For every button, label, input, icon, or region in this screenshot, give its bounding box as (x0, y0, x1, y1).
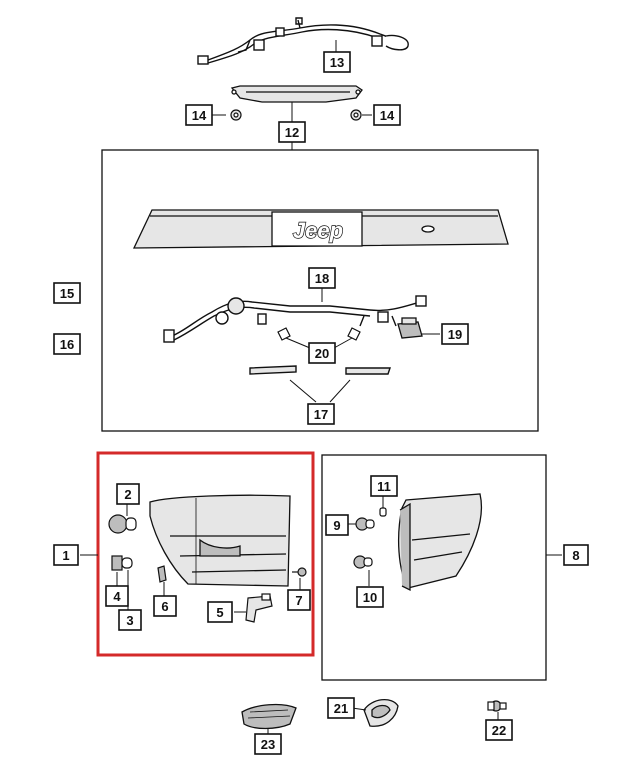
callout-box (308, 342, 336, 364)
callout-box (327, 697, 355, 719)
callout-label: 19 (448, 327, 462, 342)
callout-label: 9 (333, 518, 340, 533)
part-20-bulbs (277, 327, 361, 341)
callout-label: 20 (315, 346, 329, 361)
callout-21: 21 (327, 697, 355, 719)
part-22-fastener (487, 700, 507, 712)
part-6-clip (157, 565, 167, 583)
callout-17: 17 (307, 403, 335, 425)
part-21-bezel (363, 699, 399, 727)
callout-label: 13 (330, 55, 344, 70)
part-14-nut-left (230, 109, 242, 121)
part-8-right-tail-lamp (397, 493, 482, 592)
callout-box (323, 51, 351, 73)
part-18-liftgate-harness (163, 295, 427, 343)
part-12-lamp-bar (230, 85, 363, 103)
callout-label: 7 (295, 593, 302, 608)
part-19-lamp-socket (397, 317, 423, 339)
callout-23: 23 (254, 733, 282, 755)
callout-label: 17 (314, 407, 328, 422)
callout-box (441, 323, 469, 345)
callout-box (287, 589, 311, 611)
callout-box (563, 544, 589, 566)
callout-label: 1 (62, 548, 69, 563)
callout-box (254, 733, 282, 755)
callout-label: 18 (315, 271, 329, 286)
callout-label: 8 (572, 548, 579, 563)
part-1-left-tail-lamp (149, 494, 291, 587)
callout-box (105, 585, 129, 607)
callout-label: 11 (377, 479, 391, 494)
callout-box (116, 483, 140, 505)
callout-box (53, 282, 81, 304)
callout-box (485, 719, 513, 741)
callout-label: 21 (334, 701, 348, 716)
callout-18: 18 (308, 267, 336, 289)
callout-22: 22 (485, 719, 513, 741)
callout-box (53, 544, 79, 566)
part-10-socket (353, 555, 373, 569)
part-3-4-socket-bulb (111, 555, 133, 571)
part-11-bulb (379, 507, 387, 517)
callout-20: 20 (308, 342, 336, 364)
callout-box (118, 609, 142, 631)
part-23-grille (241, 703, 297, 730)
callout-label: 12 (285, 125, 299, 140)
liftgate-group-frame (101, 149, 539, 432)
callout-14b: 14 (373, 104, 401, 126)
part-14-nut-right (350, 109, 362, 121)
callout-label: 23 (261, 737, 275, 752)
callout-label: 14 (380, 108, 395, 123)
callout-label: 4 (113, 589, 121, 604)
callout-8: 8 (563, 544, 589, 566)
callout-9: 9 (325, 514, 349, 536)
callout-3: 3 (118, 609, 142, 631)
callout-12: 12 (278, 121, 306, 143)
callout-19: 19 (441, 323, 469, 345)
part-2-socket (108, 514, 137, 534)
part-7-screw (292, 567, 307, 577)
callout-14a: 14 (185, 104, 213, 126)
callout-1: 1 (53, 544, 79, 566)
callout-label: 5 (216, 605, 223, 620)
callout-2: 2 (116, 483, 140, 505)
callout-box (325, 514, 349, 536)
callout-15: 15 (53, 282, 81, 304)
part-9-socket (355, 517, 375, 531)
callout-box (356, 586, 384, 608)
callout-label: 16 (60, 337, 74, 352)
callout-10: 10 (356, 586, 384, 608)
part-5-bracket (245, 593, 273, 623)
callout-label: 22 (492, 723, 506, 738)
callout-box (373, 104, 401, 126)
callout-box (278, 121, 306, 143)
callout-label: 14 (192, 108, 207, 123)
callout-4: 4 (105, 585, 129, 607)
callout-box (307, 403, 335, 425)
part-17-lenses (249, 365, 391, 375)
callout-label: 6 (161, 599, 168, 614)
jeep-logo: Jeep (293, 218, 343, 243)
callout-box (308, 267, 336, 289)
callout-label: 10 (363, 590, 377, 605)
callout-6: 6 (153, 595, 177, 617)
callout-label: 15 (60, 286, 74, 301)
callout-7: 7 (287, 589, 311, 611)
callout-5: 5 (207, 601, 233, 623)
callout-11: 11 (370, 475, 398, 497)
callout-label: 2 (124, 487, 131, 502)
callout-label: 3 (126, 613, 133, 628)
callout-box (153, 595, 177, 617)
callout-box (207, 601, 233, 623)
part-13-wiring-harness (197, 17, 409, 65)
left-lamp-group-frame (96, 451, 315, 657)
callout-13: 13 (323, 51, 351, 73)
liftgate-applique (132, 209, 509, 249)
right-lamp-group-frame (321, 454, 547, 681)
callout-box (185, 104, 213, 126)
callout-box (53, 333, 81, 355)
callout-box (370, 475, 398, 497)
callout-16: 16 (53, 333, 81, 355)
